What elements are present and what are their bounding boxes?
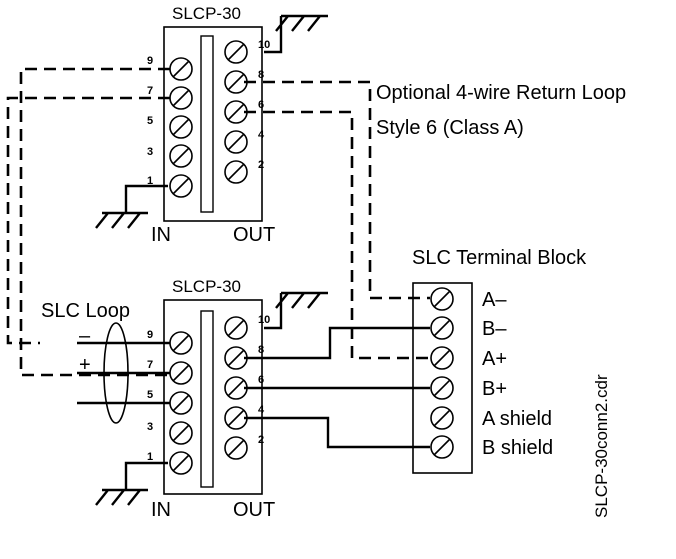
drawing-id: SLCP-30conn2.cdr bbox=[592, 374, 611, 518]
top-term-3: 3 bbox=[147, 146, 153, 158]
top-term-8: 8 bbox=[258, 69, 264, 81]
bottom-term-2: 2 bbox=[258, 434, 264, 446]
terminal-b-plus: B+ bbox=[482, 378, 507, 400]
ground-icon-bottom-out bbox=[264, 291, 328, 330]
top-in-label: IN bbox=[151, 224, 171, 246]
optional-note-line1: Optional 4-wire Return Loop bbox=[376, 82, 626, 104]
top-left-screws bbox=[169, 57, 193, 198]
slc-loop-label: SLC Loop bbox=[41, 300, 130, 322]
bottom-term-10: 10 bbox=[258, 314, 270, 326]
bottom-term-5: 5 bbox=[147, 389, 153, 401]
top-term-4: 4 bbox=[258, 129, 265, 141]
top-term-7: 7 bbox=[147, 85, 153, 97]
top-term-5: 5 bbox=[147, 115, 153, 127]
top-term-6: 6 bbox=[258, 99, 264, 111]
terminal-a-plus: A+ bbox=[482, 348, 507, 370]
terminal-b-shield: B shield bbox=[482, 437, 553, 459]
slc-loop-cable-icon bbox=[103, 322, 129, 424]
top-module-center-bar bbox=[200, 35, 214, 213]
terminal-b-minus: B– bbox=[482, 318, 507, 340]
bottom-right-screws bbox=[224, 316, 248, 460]
ground-icon-top-out bbox=[264, 14, 328, 54]
terminal-block-screws bbox=[430, 287, 454, 459]
top-term-1: 1 bbox=[147, 175, 153, 187]
optional-note-line2: Style 6 (Class A) bbox=[376, 117, 524, 139]
bottom-term-7: 7 bbox=[147, 359, 153, 371]
bottom-module-title: SLCP-30 bbox=[172, 277, 241, 296]
bottom-term-6: 6 bbox=[258, 374, 264, 386]
ground-icon-bottom-in bbox=[95, 461, 168, 506]
bottom-term-4: 4 bbox=[258, 404, 265, 416]
slc-loop-plus-sign: + bbox=[79, 354, 91, 376]
bottom-in-label: IN bbox=[151, 499, 171, 521]
dashed-return-wiring bbox=[6, 67, 430, 377]
top-term-10: 10 bbox=[258, 39, 270, 51]
ground-icon-top-in bbox=[95, 184, 168, 229]
terminal-a-shield: A shield bbox=[482, 408, 552, 430]
slc-terminal-block: SLC Terminal Block A– B– A+ B+ A shield … bbox=[412, 247, 587, 474]
solid-wiring bbox=[77, 326, 430, 449]
slc-loop-minus-sign: – bbox=[79, 325, 91, 347]
top-out-label: OUT bbox=[233, 224, 275, 246]
top-term-2: 2 bbox=[258, 159, 264, 171]
bottom-term-8: 8 bbox=[258, 344, 264, 356]
bottom-term-3: 3 bbox=[147, 421, 153, 433]
bottom-module-center-bar bbox=[200, 310, 214, 488]
top-right-screws bbox=[224, 40, 248, 184]
terminal-block-title: SLC Terminal Block bbox=[412, 247, 587, 269]
top-term-9: 9 bbox=[147, 55, 153, 67]
slcp30-top-module: SLCP-30 9 7 5 3 1 10 8 6 4 2 IN OUT bbox=[147, 4, 275, 246]
slcp30-bottom-module: SLCP-30 9 7 5 3 1 10 8 6 4 2 IN OUT bbox=[147, 277, 275, 521]
top-module-title: SLCP-30 bbox=[172, 4, 241, 23]
terminal-a-minus: A– bbox=[482, 289, 507, 311]
bottom-term-1: 1 bbox=[147, 451, 153, 463]
bottom-term-9: 9 bbox=[147, 329, 153, 341]
bottom-out-label: OUT bbox=[233, 499, 275, 521]
bottom-left-screws bbox=[169, 331, 193, 475]
